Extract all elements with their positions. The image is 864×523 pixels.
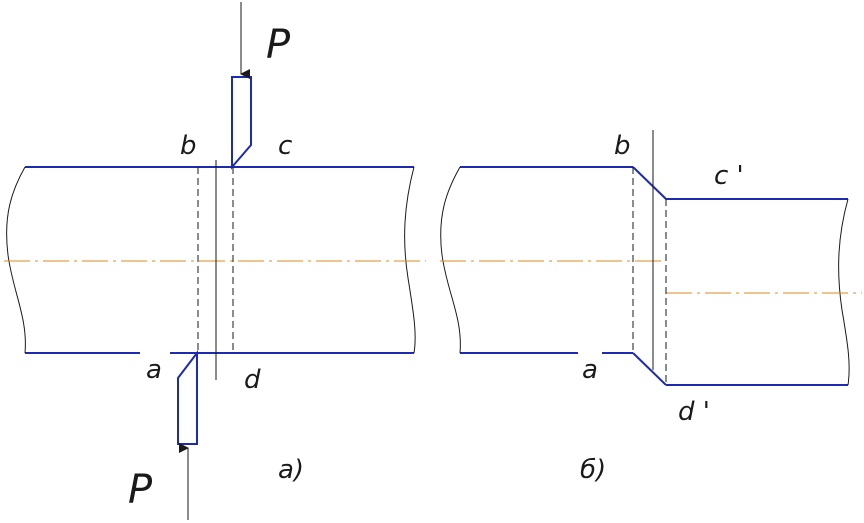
bar-a-break-right bbox=[404, 166, 416, 354]
transition-top bbox=[632, 166, 667, 200]
bar-b-break-right bbox=[838, 198, 850, 386]
point-label-c: c bbox=[278, 131, 292, 161]
point-label-b: b bbox=[180, 131, 197, 161]
force-label-bottom: P bbox=[128, 467, 153, 513]
force-label-top: P bbox=[266, 22, 291, 68]
point-label-d: d bbox=[244, 365, 261, 395]
point-label-b2: b bbox=[614, 131, 631, 161]
point-label-c-prime: c ' bbox=[714, 161, 744, 191]
bar-b-break-left bbox=[440, 166, 461, 354]
lower-blade bbox=[177, 350, 198, 445]
point-label-a: a bbox=[146, 355, 162, 385]
figure-caption-a: а) bbox=[278, 455, 304, 485]
figure-b: b c ' a d ' б) bbox=[440, 130, 862, 485]
figure-caption-b: б) bbox=[580, 455, 606, 485]
bar-a-break-left bbox=[6, 166, 26, 354]
transition-bottom bbox=[632, 352, 667, 386]
upper-blade bbox=[231, 76, 252, 170]
figure-a: P P b c a d а) bbox=[4, 2, 426, 520]
point-label-d-prime: d ' bbox=[678, 397, 710, 427]
point-label-a2: a bbox=[582, 355, 598, 385]
